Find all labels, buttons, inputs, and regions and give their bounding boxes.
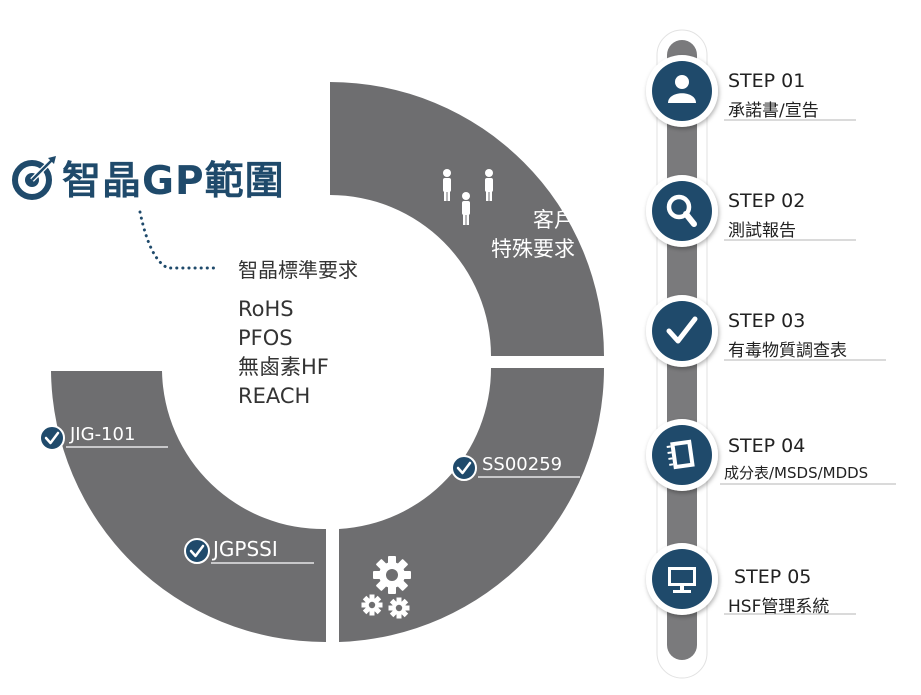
page-title: 智晶GP範圍	[62, 159, 285, 204]
tag-jig-101: JIG-101	[70, 424, 136, 445]
check-badge-ss	[451, 455, 477, 481]
standard-item: PFOS	[238, 326, 293, 350]
segment-jig-jgpssi	[51, 371, 326, 643]
step-04-title: STEP 04	[728, 435, 806, 457]
step-03-subtitle: 有毒物質調查表	[728, 341, 847, 361]
standard-item: 無鹵素HF	[238, 355, 329, 379]
step-02-node	[646, 175, 718, 247]
standards-heading: 智晶標準要求	[238, 258, 358, 282]
step-02-subtitle: 測試報告	[728, 221, 796, 241]
customer-line-2: 特殊要求	[491, 237, 575, 261]
check-badge-jig	[39, 425, 65, 451]
tag-jgpssi: JGPSSI	[213, 537, 278, 561]
person-icon	[668, 75, 696, 103]
step-04-subtitle: 成分表/MSDS/MDDS	[724, 464, 869, 482]
people-icon	[443, 169, 493, 225]
step-05-subtitle: HSF管理系統	[728, 597, 830, 617]
step-01-node	[646, 55, 718, 127]
customer-line-1: 客戶	[533, 208, 575, 232]
standard-item: REACH	[238, 384, 311, 408]
dotted-leader	[138, 210, 216, 270]
standard-item: RoHS	[238, 297, 294, 321]
step-01-title: STEP 01	[728, 70, 806, 92]
step-05-title: STEP 05	[728, 566, 812, 588]
checkmark-icon	[666, 316, 698, 344]
step-02-title: STEP 02	[728, 190, 806, 212]
step-05-node	[646, 543, 718, 615]
step-03-title: STEP 03	[728, 310, 806, 332]
check-badge-jgpssi	[184, 538, 210, 564]
step-04-node	[646, 419, 718, 491]
step-03-node	[646, 295, 718, 367]
monitor-icon	[668, 567, 696, 593]
customer-requirements: 客戶 特殊要求	[455, 206, 575, 264]
standards-list: RoHS PFOS 無鹵素HF REACH	[238, 295, 329, 411]
gears-icon	[361, 556, 411, 619]
step-01-subtitle: 承諾書/宣告	[728, 101, 819, 121]
notebook-icon	[666, 439, 695, 470]
tag-ss00259: SS00259	[482, 454, 563, 475]
target-icon	[12, 156, 56, 200]
magnifier-icon	[666, 194, 697, 227]
